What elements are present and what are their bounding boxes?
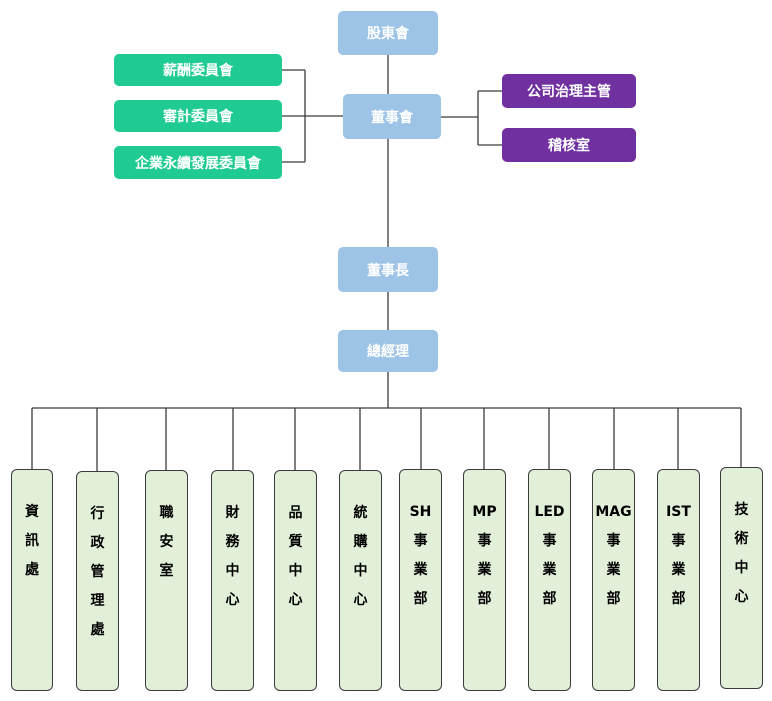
department-label: 品 質 中 心 <box>288 505 303 608</box>
shareholders-meeting-box: 股東會 <box>338 11 438 55</box>
department-information: 資 訊 處 <box>11 469 53 691</box>
chairman-box: 董事長 <box>338 247 438 292</box>
department-finance: 財 務 中 心 <box>211 470 254 691</box>
department-label: IST 事 業 部 <box>666 504 691 607</box>
board-of-directors-label: 董事會 <box>371 109 413 126</box>
audit-committee-box: 審計委員會 <box>114 100 282 132</box>
sustainability-committee-box: 企業永續發展委員會 <box>114 146 282 179</box>
department-mp-division: MP 事 業 部 <box>463 469 506 691</box>
corporate-governance-officer-box: 公司治理主管 <box>502 74 636 108</box>
committee-label: 企業永續發展委員會 <box>135 155 261 172</box>
chairman-label: 董事長 <box>367 262 409 279</box>
department-label: 職 安 室 <box>159 505 174 579</box>
committee-label: 審計委員會 <box>163 109 233 125</box>
department-label: 統 購 中 心 <box>353 505 368 608</box>
committee-label: 薪酬委員會 <box>163 63 233 79</box>
general-manager-box: 總經理 <box>338 330 438 372</box>
department-quality: 品 質 中 心 <box>274 470 317 691</box>
department-safety: 職 安 室 <box>145 470 188 691</box>
department-label: LED 事 業 部 <box>534 504 565 607</box>
remuneration-committee-box: 薪酬委員會 <box>114 54 282 86</box>
department-technology: 技 術 中 心 <box>720 467 763 689</box>
governance-label: 公司治理主管 <box>527 84 611 100</box>
department-led-division: LED 事 業 部 <box>528 469 571 691</box>
department-label: 資 訊 處 <box>25 504 39 578</box>
department-label: MP 事 業 部 <box>472 504 497 607</box>
department-label: MAG 事 業 部 <box>595 504 632 607</box>
department-label: 行 政 管 理 處 <box>90 506 105 638</box>
department-procurement: 統 購 中 心 <box>339 470 382 691</box>
department-label: 技 術 中 心 <box>734 502 749 605</box>
governance-label: 稽核室 <box>548 138 590 154</box>
department-ist-division: IST 事 業 部 <box>657 469 700 691</box>
board-of-directors-box: 董事會 <box>343 94 441 139</box>
department-sh-division: SH 事 業 部 <box>399 469 442 691</box>
department-mag-division: MAG 事 業 部 <box>592 469 635 691</box>
shareholders-meeting-label: 股東會 <box>367 26 409 42</box>
department-administration: 行 政 管 理 處 <box>76 471 119 691</box>
department-label: 財 務 中 心 <box>225 505 240 608</box>
general-manager-label: 總經理 <box>367 344 409 360</box>
department-label: SH 事 業 部 <box>409 504 432 607</box>
audit-office-box: 稽核室 <box>502 128 636 162</box>
